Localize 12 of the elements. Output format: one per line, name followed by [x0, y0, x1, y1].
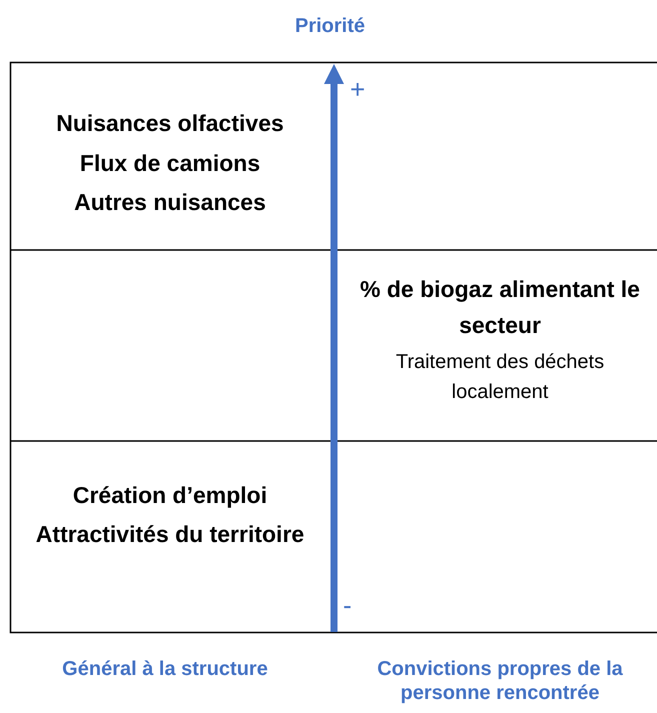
axis-title: Priorité — [294, 14, 366, 38]
cell-text: Création d’emploi — [72, 482, 268, 510]
axis-end-mark: + — [350, 74, 366, 106]
axis-caption: Convictions propres de la personne rencontrée — [376, 657, 624, 705]
cell-text: Nuisances olfactives — [55, 110, 285, 138]
cell-text: % de biogaz alimentant le secteur — [359, 275, 641, 340]
axis-end-mark: - — [343, 590, 353, 622]
cell-text: Autres nuisances — [73, 189, 267, 217]
axis-caption: Général à la structure — [61, 657, 269, 681]
cell-text: Attractivités du territoire — [34, 521, 306, 549]
cell-text: Traitement des déchets localement — [394, 350, 606, 405]
cell-text: Flux de camions — [78, 150, 262, 178]
